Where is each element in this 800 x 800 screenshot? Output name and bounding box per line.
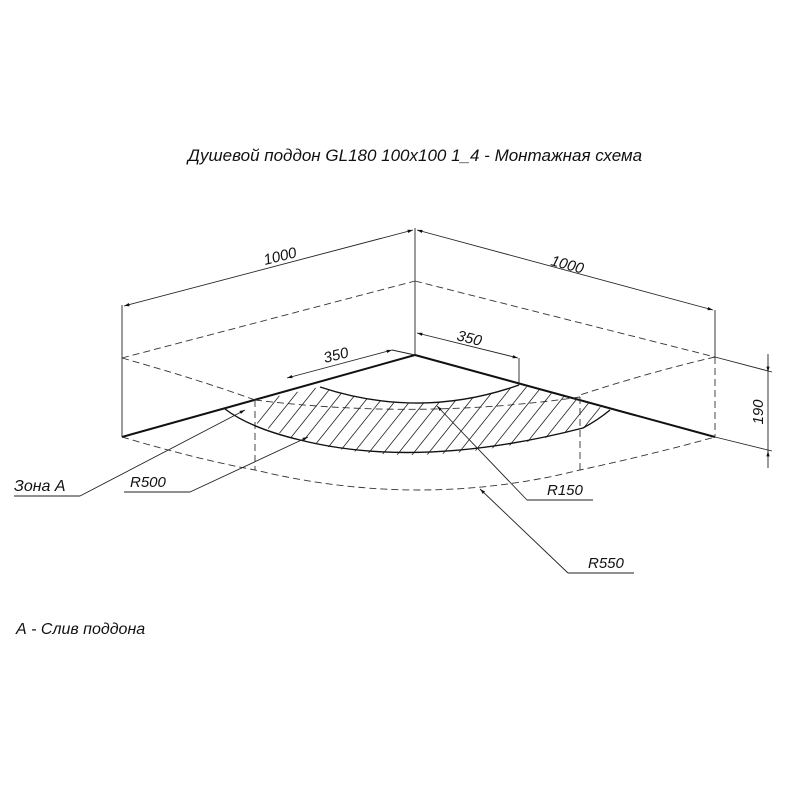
left-rim-dashed (121, 280, 416, 359)
left-rim-diagonal-dashed (121, 357, 256, 401)
drain-zone-hatch (232, 385, 610, 455)
outer-r500-arc (224, 408, 611, 454)
r150-label: R150 (547, 482, 584, 499)
right-wall-floor-line (414, 354, 716, 438)
zone-a-label: Зона А (14, 478, 66, 495)
height-bottom-extension (714, 436, 773, 452)
right-350-dimension-line (416, 332, 519, 359)
r550-leader (479, 488, 569, 574)
r500-leader (189, 436, 309, 493)
right-rim-diagonal-dashed (579, 356, 716, 396)
left-350-extension (391, 349, 416, 356)
outer-r550-arc-dashed (121, 436, 716, 491)
left-1000-label: 1000 (262, 244, 299, 269)
inner-r150-arc (319, 384, 520, 404)
zone-a-leader (79, 409, 246, 497)
right-350-label: 350 (455, 327, 484, 350)
r150-leader (436, 405, 528, 501)
left-350-label: 350 (322, 344, 351, 367)
right-1000-dimension-line (416, 229, 714, 311)
r550-label: R550 (588, 555, 625, 572)
legend-note: А - Слив поддона (16, 621, 146, 638)
height-top-extension (714, 356, 773, 373)
right-1000-label: 1000 (549, 252, 586, 277)
height-190-label: 190 (750, 399, 767, 425)
left-350-dimension-line (286, 349, 393, 379)
r500-label: R500 (130, 474, 167, 491)
left-wall-floor-line (121, 354, 416, 438)
drawing-title: Душевой поддон GL180 100x100 1_4 - Монта… (187, 146, 643, 165)
right-rim-dashed (414, 280, 716, 358)
left-1000-dimension-line (123, 229, 414, 307)
